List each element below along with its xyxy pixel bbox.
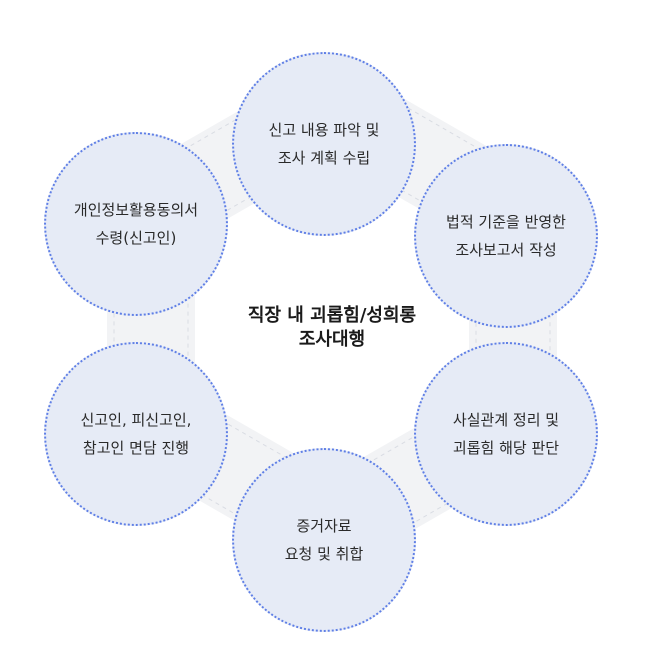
step-judge-harassment: 사실관계 정리 및 괴롭힘 해당 판단: [414, 342, 598, 526]
step-label-line1: 증거자료: [296, 517, 352, 535]
step-label-line2: 참고인 면담 진행: [82, 439, 190, 457]
step-label-line1: 개인정보활용동의서: [73, 201, 199, 219]
step-label-line1: 법적 기준을 반영한: [446, 213, 566, 231]
diagram-title-line1: 직장 내 괴롭힘/성희롱: [247, 305, 417, 326]
step-conduct-interviews: 신고인, 피신고인, 참고인 면담 진행: [44, 342, 228, 526]
diagram-title-line2: 조사대행: [298, 329, 366, 350]
step-collect-evidence: 증거자료 요청 및 취합: [232, 448, 416, 632]
step-label-line2: 괴롭힘 해당 판단: [452, 439, 560, 457]
step-label-line1: 신고 내용 파악 및: [268, 121, 380, 139]
step-label-line1: 신고인, 피신고인,: [80, 411, 192, 429]
step-label-line2: 수령(신고인): [95, 229, 177, 247]
step-write-report: 법적 기준을 반영한 조사보고서 작성: [414, 144, 598, 328]
step-label-line2: 조사보고서 작성: [455, 241, 557, 259]
step-label-line1: 사실관계 정리 및: [452, 411, 560, 429]
step-privacy-consent: 개인정보활용동의서 수령(신고인): [44, 132, 228, 316]
step-label-line2: 요청 및 취합: [284, 545, 364, 563]
step-plan-investigation: 신고 내용 파악 및 조사 계획 수립: [232, 52, 416, 236]
step-label-line2: 조사 계획 수립: [277, 149, 371, 167]
diagram-title: 직장 내 괴롭힘/성희롱 조사대행: [232, 304, 432, 352]
